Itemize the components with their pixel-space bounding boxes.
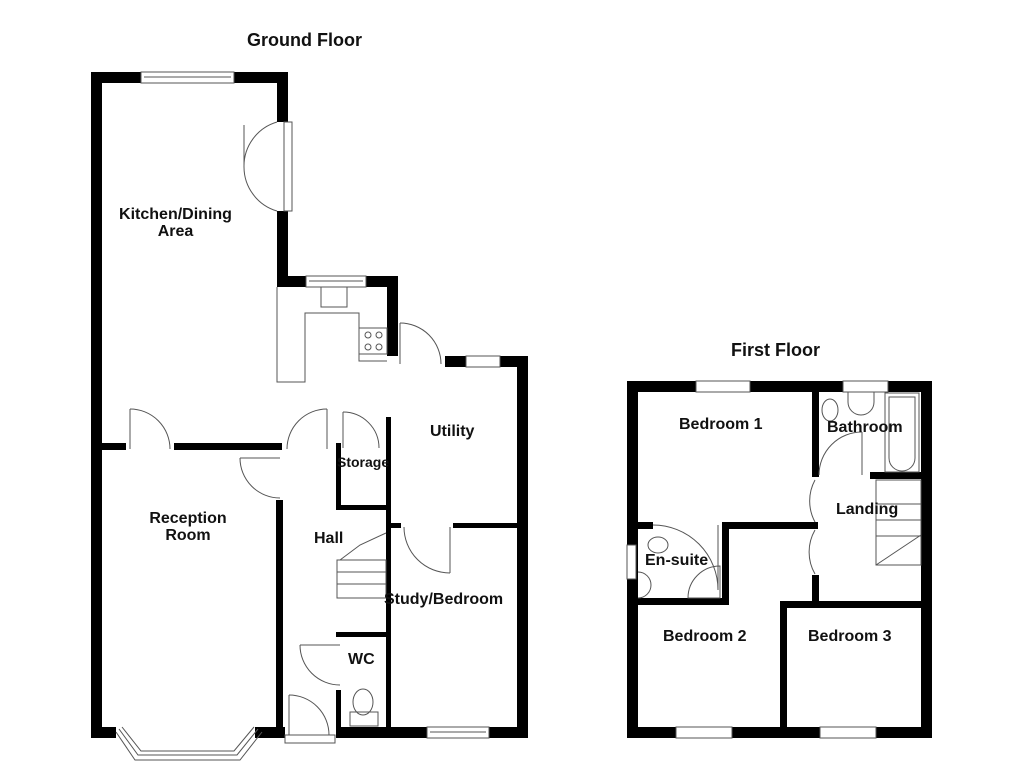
first-floor-fixtures	[626, 380, 922, 739]
room-kitchen-dining-line2: Area	[157, 223, 194, 240]
room-hall: Hall	[314, 530, 344, 547]
room-storage: Storage	[337, 454, 390, 470]
room-bedroom-2: Bedroom 2	[663, 628, 747, 645]
room-en-suite: En-suite	[645, 552, 709, 569]
room-bedroom-3: Bedroom 3	[808, 628, 892, 645]
ground-floor-title: Ground Floor	[247, 30, 362, 50]
room-wc: WC	[348, 651, 375, 668]
room-kitchen-dining: Kitchen/Dining Area	[118, 206, 233, 240]
room-kitchen-dining-line1: Kitchen/Dining	[119, 206, 232, 223]
room-bedroom-1: Bedroom 1	[679, 416, 763, 433]
room-landing: Landing	[836, 501, 899, 518]
first-floor-title: First Floor	[731, 340, 820, 360]
ground-floor-walls	[91, 72, 528, 738]
room-study-bedroom: Study/Bedroom	[384, 591, 504, 608]
ground-floor-fixtures	[115, 71, 501, 761]
room-reception-line2: Room	[165, 527, 211, 544]
room-bathroom: Bathroom	[827, 419, 903, 436]
room-utility: Utility	[430, 423, 475, 440]
room-reception-line1: Reception	[149, 510, 227, 527]
room-reception: Reception Room	[138, 510, 238, 544]
